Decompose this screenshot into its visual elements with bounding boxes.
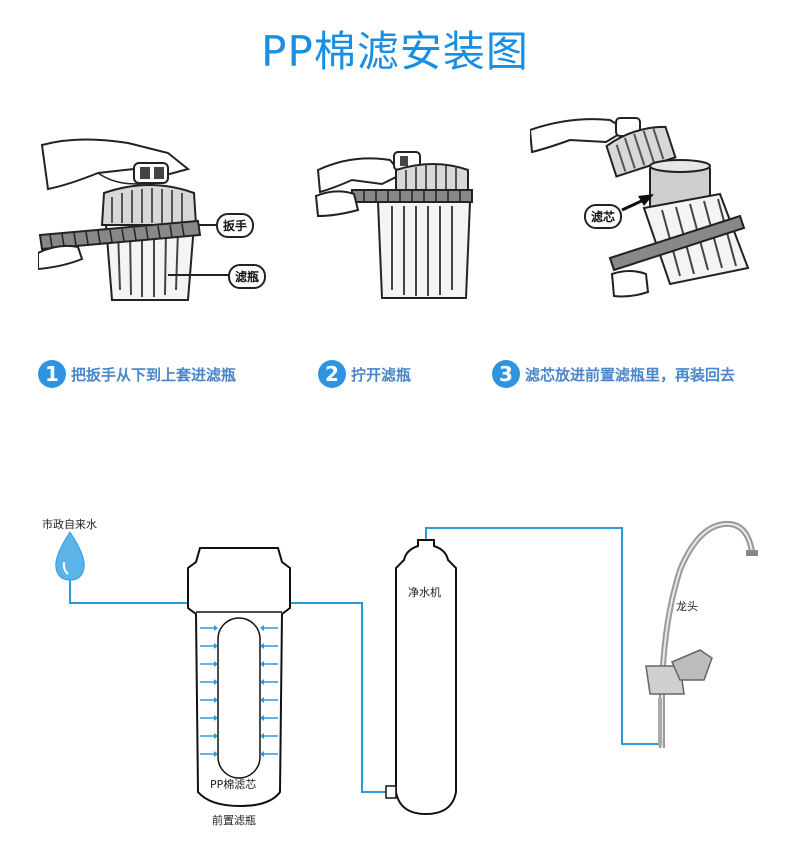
step-3: 3 滤芯放进前置滤瓶里，再装回去 [492,360,735,388]
wrench-callout: 扳手 [216,213,255,238]
faucet-label: 龙头 [676,600,698,613]
step-3-text: 滤芯放进前置滤瓶里，再装回去 [525,365,736,384]
water-drop-icon [55,531,85,581]
faucet-icon [645,520,758,748]
source-label: 市政自来水 [42,518,97,531]
step-1-text: 把扳手从下到上套进滤瓶 [71,365,237,384]
flow-diagram [55,520,758,816]
prefilter-label: 前置滤瓶 [212,814,256,827]
page-title: PP棉滤安装图 [261,27,529,76]
purifier-label: 净水机 [408,586,441,599]
bottle-callout: 滤瓶 [228,264,267,289]
step-1-number: 1 [38,360,66,388]
step-2-number: 2 [318,360,346,388]
step-2: 2 拧开滤瓶 [318,360,411,388]
step2-illustration [314,151,473,299]
step3-illustration [530,117,750,298]
pp-core-label: PP棉滤芯 [210,778,257,791]
step-2-text: 拧开滤瓶 [351,365,412,384]
step-3-number: 3 [492,360,520,388]
step-1: 1 把扳手从下到上套进滤瓶 [38,360,236,388]
core-callout: 滤芯 [584,204,623,229]
step1-illustration [38,138,230,301]
